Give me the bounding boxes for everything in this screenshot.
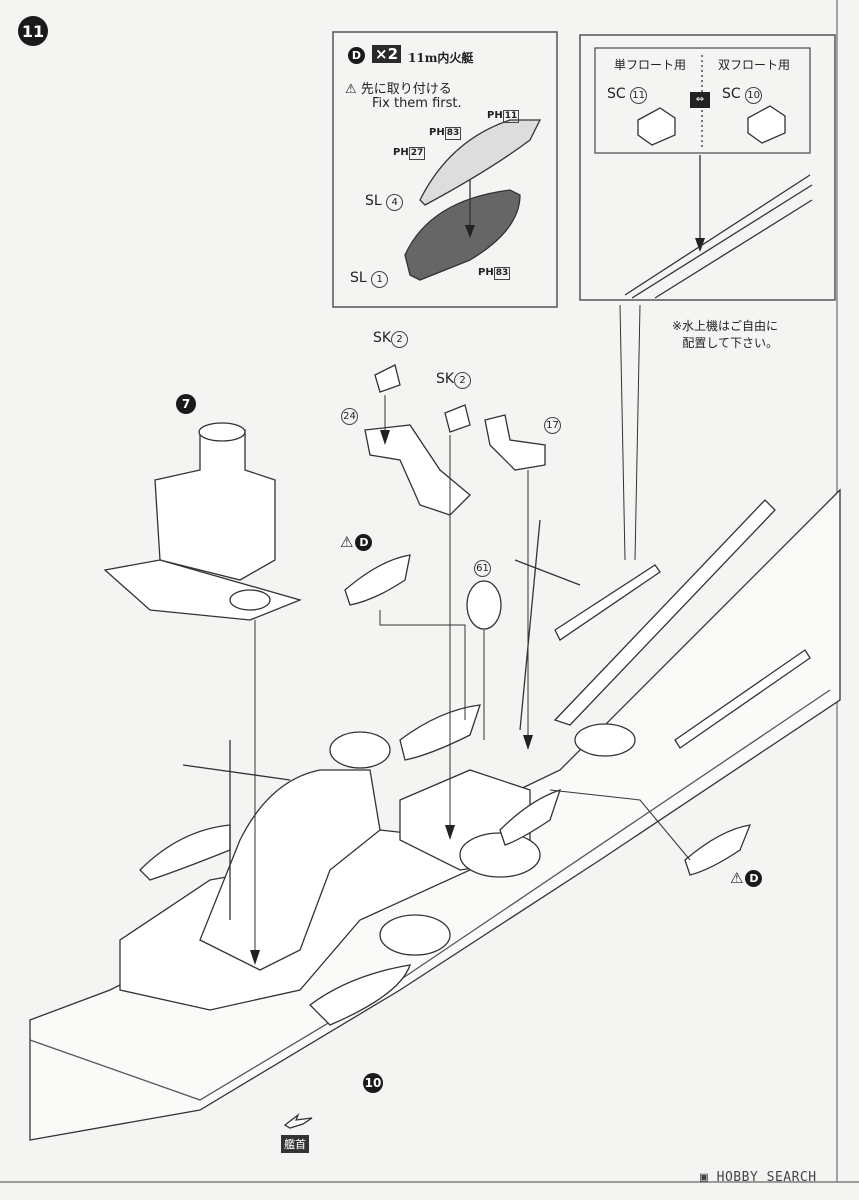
boat-marker-left: ⚠D: [340, 533, 373, 551]
watermark-text: HOBBY SEARCH: [716, 1170, 817, 1185]
warning-jp: ⚠ 先に取り付ける: [345, 78, 452, 97]
step-number: 11: [18, 16, 48, 46]
warning-en: Fix them first.: [372, 96, 462, 111]
boat-title: 11m内火艇: [408, 51, 474, 65]
warning-icon: ⚠: [340, 533, 354, 551]
warning-icon: ⚠: [345, 82, 357, 97]
bow-label: 艦首: [281, 1135, 309, 1153]
label-sc-11: SC 11: [607, 86, 648, 104]
quantity-badge: ×2: [372, 45, 402, 63]
callout-bridge-7: 7: [176, 394, 196, 414]
label-part-61: 61: [474, 560, 491, 577]
label-part-17: 17: [544, 417, 561, 434]
watermark: ▣ HOBBY SEARCH: [700, 1170, 817, 1185]
label-sc-10: SC 10: [722, 86, 763, 104]
swap-icon: ⇔: [690, 92, 710, 108]
callout-deck-10: 10: [363, 1073, 383, 1093]
warning-icon: ⚠: [730, 869, 744, 887]
seaplane-note: ※水上機はご自由に配置して下さい。: [672, 318, 778, 352]
label-sl-4: SL 4: [365, 193, 404, 211]
warning-jp-text: 先に取り付ける: [360, 82, 452, 97]
note-line-1: ※水上機はご自由に: [672, 319, 779, 333]
label-part-24: 24: [341, 408, 358, 425]
twin-float-heading: 双フロート用: [718, 58, 791, 72]
boat-marker-right: ⚠D: [730, 869, 763, 887]
label-sl-1: SL 1: [350, 270, 389, 288]
single-float-heading: 単フロート用: [614, 58, 687, 72]
note-line-2: 配置して下さい。: [682, 336, 779, 350]
hobby-search-logo-icon: ▣: [700, 1170, 709, 1185]
part-marker-d: D: [348, 47, 365, 64]
